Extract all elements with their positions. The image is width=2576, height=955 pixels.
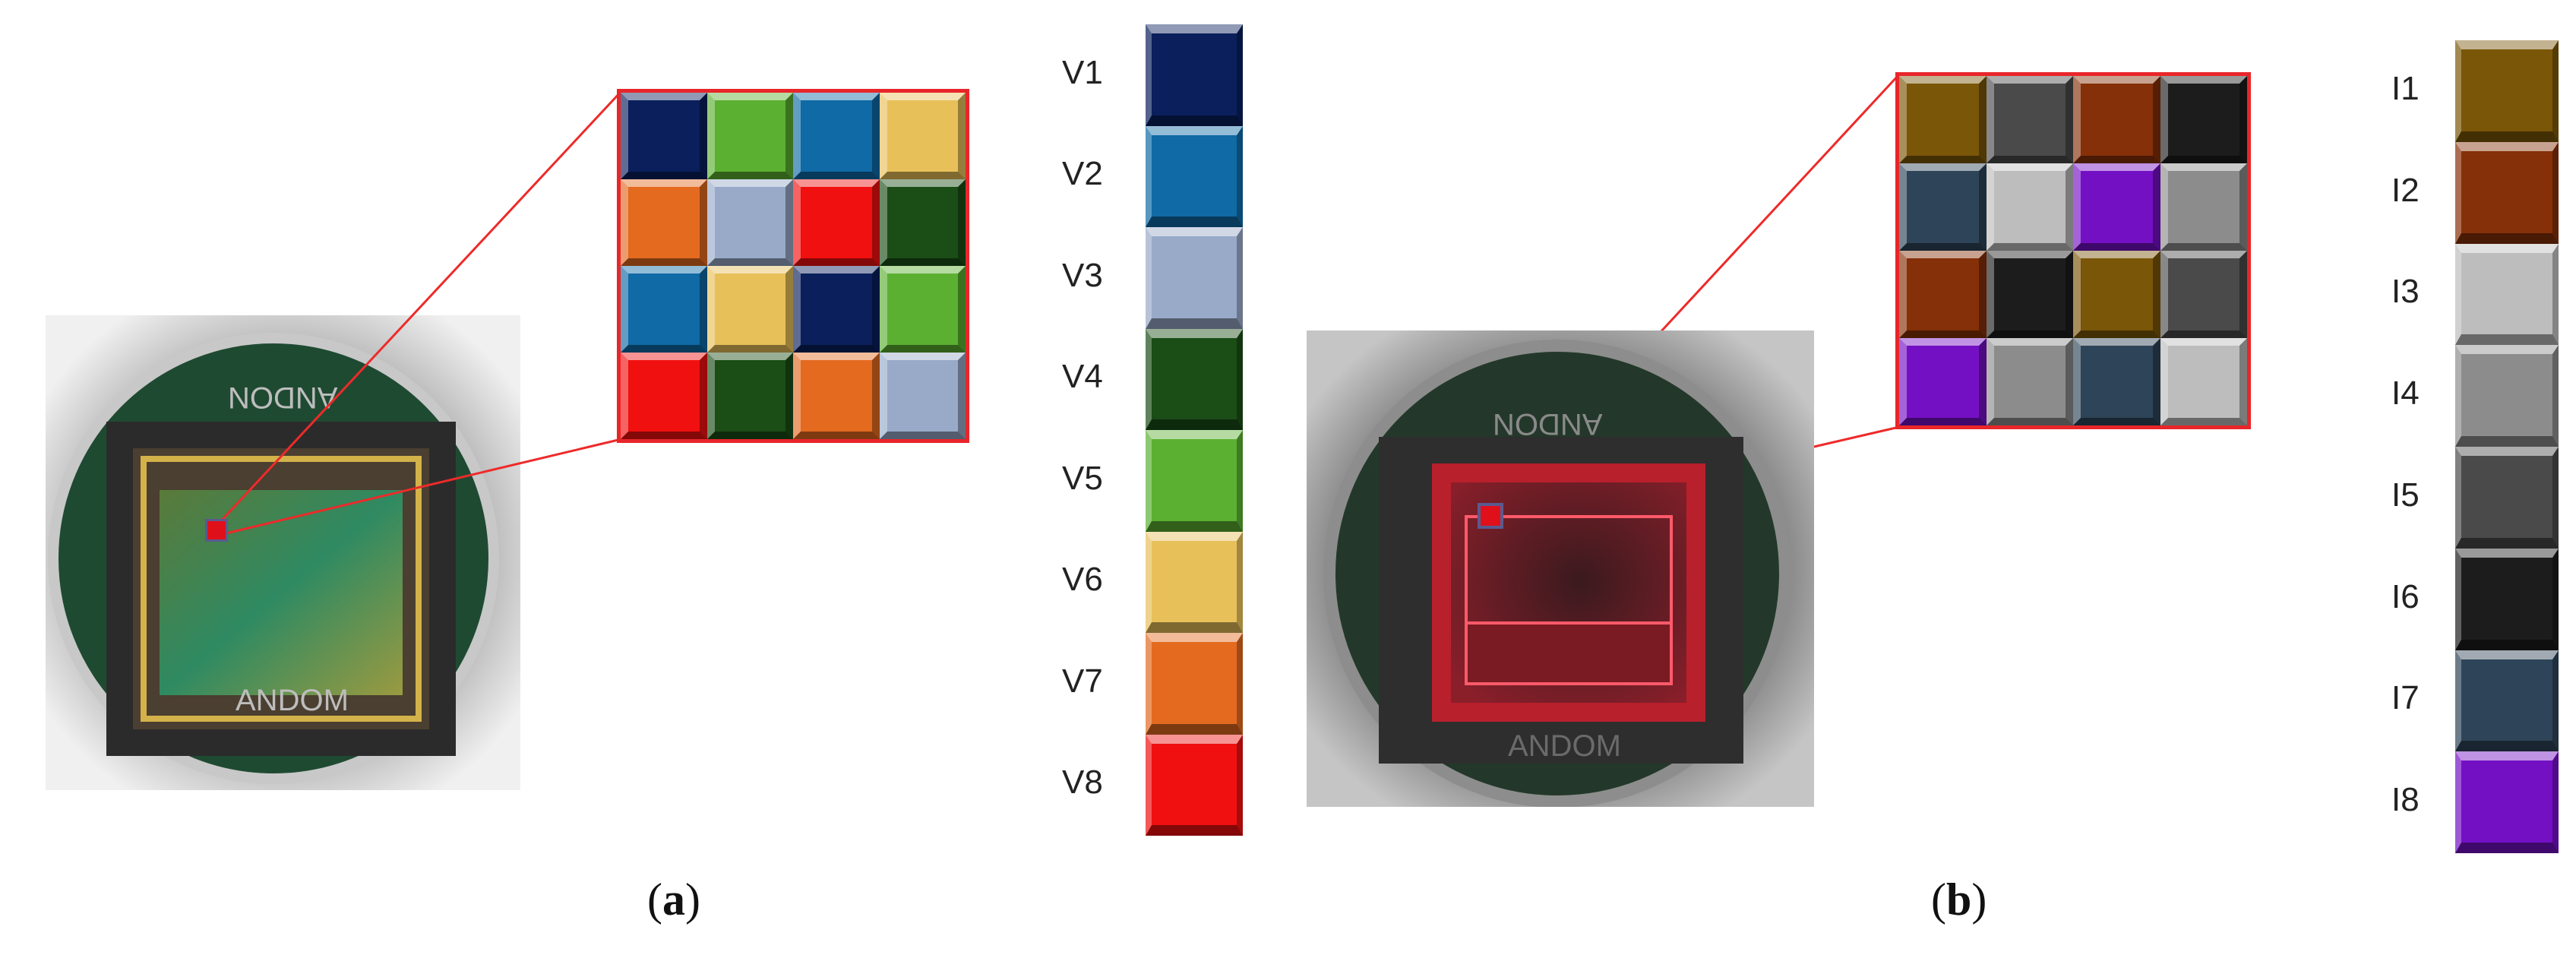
grid-cell-v4 [879,179,966,266]
legend-label-i7: I7 [2391,679,2420,717]
legend-label-i5: I5 [2391,476,2420,514]
sensor-photo-a: ANDON ANDOM [46,315,520,790]
grid-cell-i7 [2073,338,2160,425]
legend-swatch-i6 [2455,548,2559,650]
grid-cell-i4 [1986,338,2073,425]
grid-cell-i2 [2073,76,2160,163]
legend-swatch-i8 [2455,751,2559,853]
grid-cell-v5 [879,266,966,353]
sensor-illustration-a [46,315,520,790]
legend-label-v2: V2 [1062,155,1103,193]
legend-swatch-i2 [2455,141,2559,244]
legend-swatch-v8 [1146,734,1243,836]
zoom-line-a-top [215,90,623,527]
legend-swatch-v6 [1146,531,1243,633]
grid-cell-v2 [621,266,707,353]
legend-label-v6: V6 [1062,561,1103,599]
grid-cell-v4 [706,353,793,439]
caption-a: (a) [647,874,700,925]
grid-cell-v7 [793,353,880,439]
zoomed-pixel-grid-a [617,89,969,443]
roi-marker-b [1478,503,1503,529]
grid-cell-v3 [706,179,793,266]
legend-bar-a [1146,24,1243,836]
grid-cell-i4 [2160,163,2247,251]
grid-cell-i3 [1986,163,2073,251]
chip-label-bottom-a: ANDOM [235,684,349,717]
legend-swatch-v3 [1146,227,1243,329]
legend-swatch-i1 [2455,40,2559,142]
legend-bar-b [2455,40,2559,853]
grid-cell-i2 [1899,251,1987,338]
grid-cell-i6 [2160,76,2247,163]
sensor-photo-b: ANDON ANDOM [1307,330,1814,807]
grid-cell-i3 [2160,338,2247,425]
caption-b: (b) [1931,874,1987,925]
grid-cell-v2 [793,93,880,179]
grid-cell-v7 [621,179,707,266]
grid-cell-v6 [879,93,966,179]
grid-cell-i7 [1899,163,1987,251]
grid-cell-i5 [1986,76,2073,163]
legend-label-i6: I6 [2391,577,2420,615]
grid-cell-v8 [793,179,880,266]
legend-label-v3: V3 [1062,256,1103,294]
legend-swatch-v7 [1146,633,1243,735]
legend-label-v7: V7 [1062,662,1103,700]
zoomed-pixel-grid-b [1895,72,2251,429]
legend-label-i1: I1 [2391,69,2420,107]
grid-cell-i1 [1899,76,1987,163]
legend-label-v1: V1 [1062,53,1103,91]
legend-swatch-i4 [2455,345,2559,447]
legend-swatch-i3 [2455,243,2559,346]
roi-marker-a [205,519,228,542]
legend-label-i8: I8 [2391,781,2420,819]
legend-swatch-i5 [2455,447,2559,549]
legend-swatch-v5 [1146,430,1243,532]
legend-swatch-v2 [1146,125,1243,227]
grid-cell-i5 [2160,251,2247,338]
grid-cell-v6 [706,266,793,353]
chip-label-top-b: ANDON [1493,407,1603,441]
legend-label-i4: I4 [2391,375,2420,413]
chip-label-bottom-b: ANDOM [1508,729,1621,763]
grid-cell-i1 [2073,251,2160,338]
grid-cell-v5 [706,93,793,179]
legend-swatch-v1 [1146,24,1243,126]
grid-cell-v8 [621,353,707,439]
legend-swatch-v4 [1146,328,1243,430]
legend-label-i3: I3 [2391,273,2420,311]
legend-label-i2: I2 [2391,171,2420,209]
grid-cell-i8 [1899,338,1987,425]
legend-label-v4: V4 [1062,358,1103,396]
grid-cell-v3 [879,353,966,439]
grid-cell-i8 [2073,163,2160,251]
legend-swatch-i7 [2455,650,2559,752]
legend-label-v5: V5 [1062,459,1103,497]
legend-label-v8: V8 [1062,764,1103,802]
grid-cell-v1 [793,266,880,353]
zoom-line-a-bottom [216,438,622,537]
grid-cell-i6 [1986,251,2073,338]
sensor-illustration-b [1307,330,1814,807]
grid-cell-v1 [621,93,707,179]
